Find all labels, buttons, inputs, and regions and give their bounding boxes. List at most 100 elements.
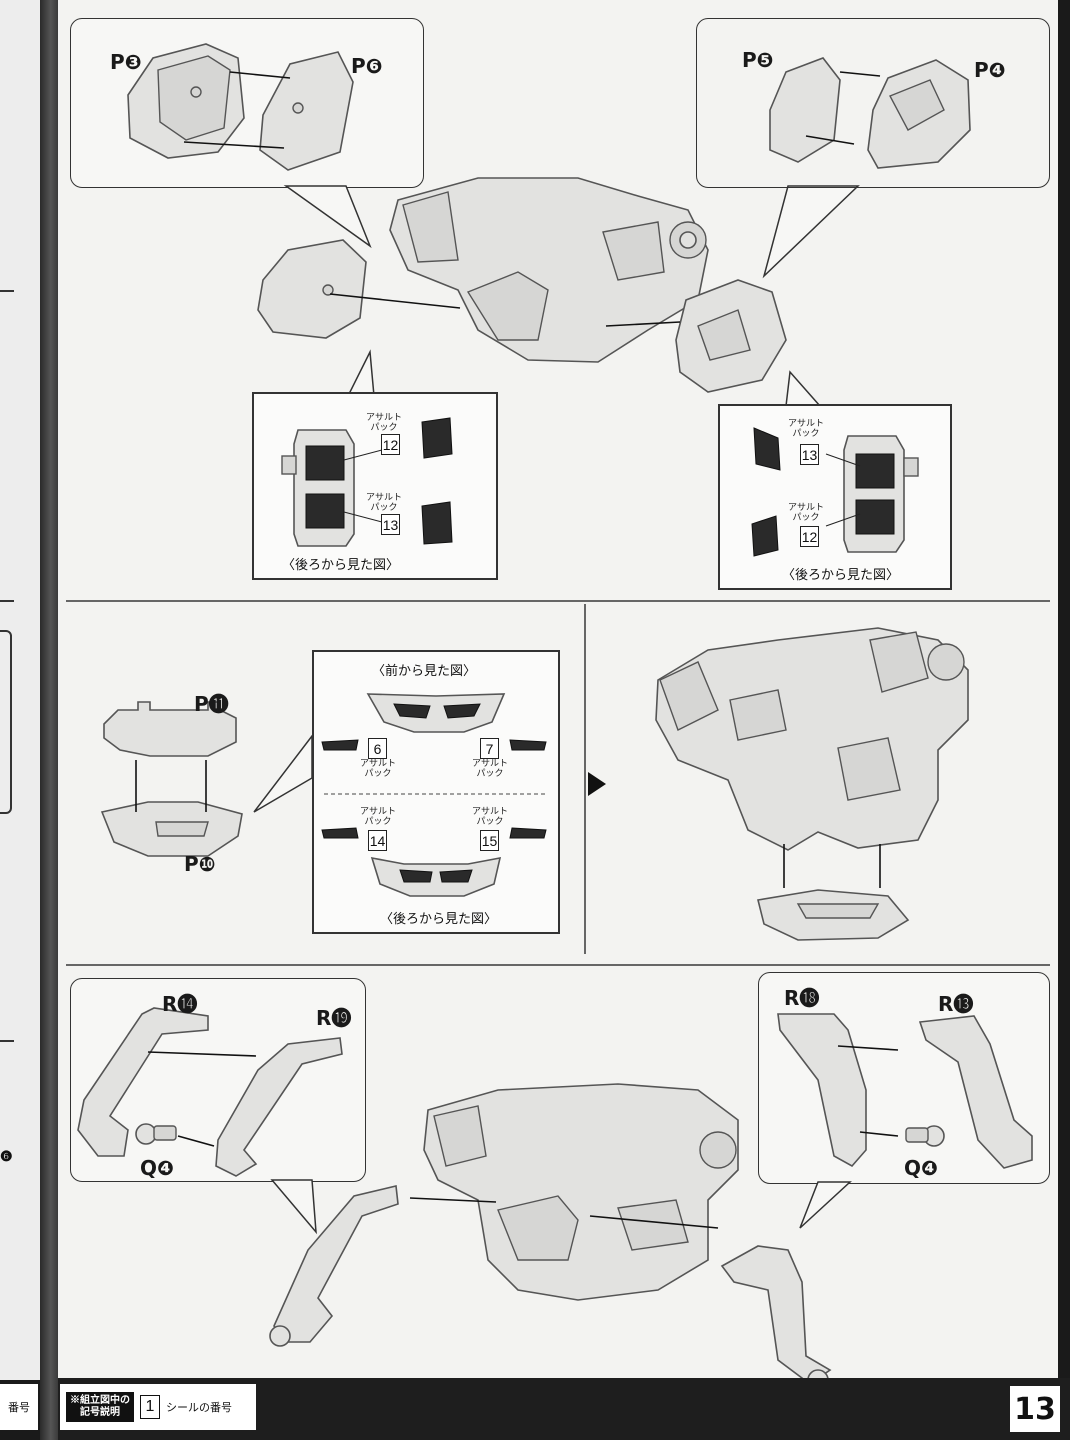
sticker-placement-drawing: [281, 417, 453, 547]
sticker-label: アサルトパック: [788, 418, 825, 438]
part-q4-drawing: [135, 1123, 177, 1145]
sticker-number: 12: [381, 434, 400, 455]
assembled-backpack-drawing: [655, 627, 969, 941]
prev-page-footer: 番号: [0, 1384, 38, 1430]
view-caption: 〈後ろから見た図〉: [782, 567, 900, 582]
sticker-number: 14: [368, 830, 387, 851]
shoulder-armor-right-drawing: [675, 279, 787, 393]
sticker-placement-drawing: [751, 427, 919, 557]
view-caption-back: 〈後ろから見た図〉: [380, 911, 498, 926]
view-caption: 〈後ろから見た図〉: [282, 557, 400, 572]
part-label-r14: R⓮: [162, 992, 198, 1016]
legend-tag-line: ※組立図中の: [70, 1395, 130, 1406]
prev-page-rule: [0, 290, 14, 292]
part-p5-drawing: [769, 57, 841, 163]
previous-page-edge: ❻: [0, 0, 40, 1380]
assembly-arrow: [177, 1135, 215, 1147]
callout-pointer: [785, 370, 822, 407]
assembly-arrow: [409, 1197, 497, 1203]
step2-drawing: [100, 627, 969, 941]
sticker-number: 6: [368, 738, 387, 759]
prev-page-callout: [0, 630, 12, 814]
sticker-number: 12: [800, 526, 819, 547]
part-label-p11: P⓫: [194, 692, 229, 716]
step-divider: [584, 604, 586, 954]
sticker-label: アサルトパック: [366, 492, 403, 512]
step-divider: [66, 964, 1050, 966]
sticker-label: アサルトパック: [360, 806, 397, 826]
part-label-r18: R⓲: [784, 986, 820, 1010]
page-number: 13: [1010, 1386, 1060, 1432]
sticker-label: アサルトパック: [472, 758, 509, 778]
callout-pointer: [799, 1181, 852, 1229]
callout-right-shoulder-assembly: [696, 18, 1050, 188]
prev-page-rule: [0, 1040, 14, 1042]
legend-tag-line: 記号説明: [80, 1407, 120, 1418]
callout-pointer: [253, 733, 313, 813]
leg-right-drawing: [720, 1245, 832, 1385]
part-r13-drawing: [918, 1015, 1033, 1169]
part-r14-drawing: [77, 1007, 209, 1157]
assembly-arrow: [839, 71, 881, 77]
sticker-label: アサルトパック: [366, 412, 403, 432]
part-p6-drawing: [259, 51, 354, 171]
callout-pointer: [762, 185, 860, 279]
part-p11-drawing: [103, 701, 237, 757]
step1-drawing: [127, 43, 971, 407]
sticker-box-right: アサルトパック 13 アサルトパック 12 〈後ろから見た図〉: [718, 404, 952, 590]
sticker-placement-drawing: [321, 693, 548, 897]
legend-description: シールの番号: [166, 1402, 232, 1414]
part-p3-drawing: [127, 43, 245, 159]
callout-pointer: [270, 1179, 317, 1235]
assembly-arrow: [183, 141, 285, 149]
sticker-number: 13: [381, 514, 400, 535]
part-label-q4: Q❹: [140, 1156, 174, 1180]
assembly-arrow: [329, 293, 461, 309]
step3-drawing: [77, 1007, 1033, 1391]
symbol-legend: ※組立図中の 記号説明 1 シールの番号: [60, 1384, 256, 1430]
part-label-p10: P❿: [184, 852, 216, 876]
sticker-label: アサルトパック: [788, 502, 825, 522]
legend-sample-number: 1: [140, 1395, 160, 1419]
sticker-label: アサルトパック: [472, 806, 509, 826]
instruction-page: P❸ P❻ P❺ P❹ アサルトパック 12 アサルトパック 13 〈後ろから見…: [58, 0, 1058, 1391]
prev-page-rule: [0, 600, 14, 602]
view-caption-front: 〈前から見た図〉: [372, 663, 477, 678]
part-label-r13: R⓭: [938, 992, 974, 1016]
sticker-box-left: アサルトパック 12 アサルトパック 13 〈後ろから見た図〉: [252, 392, 498, 580]
leg-left-drawing: [273, 1185, 399, 1343]
shoulder-armor-left-drawing: [257, 239, 367, 339]
part-label-r19: R⓳: [316, 1006, 352, 1030]
book-gutter: [40, 0, 58, 1440]
part-label-q4: Q❹: [904, 1156, 938, 1180]
part-p10-drawing: [100, 801, 243, 857]
part-p4-drawing: [867, 59, 971, 169]
assembly-arrow: [605, 321, 681, 327]
next-step-arrow: [588, 772, 606, 796]
prev-page-cut-number: ❻: [0, 1148, 13, 1164]
assembly-arrow: [589, 1215, 719, 1229]
step-divider: [66, 600, 1050, 602]
part-label-p6: P❻: [351, 54, 383, 78]
backpack-body-drawing: [389, 177, 709, 363]
assembly-arrow: [805, 135, 855, 145]
part-label-p4: P❹: [974, 58, 1006, 82]
sticker-number: 15: [480, 830, 499, 851]
assembly-arrow: [859, 1131, 899, 1137]
sticker-number: 13: [800, 444, 819, 465]
sticker-number: 7: [480, 738, 499, 759]
backpack-body-drawing: [423, 1083, 739, 1301]
assembly-arrow: [229, 71, 291, 79]
sticker-box-skirt: 〈前から見た図〉 6 アサルトパック 7 アサルトパック アサルトパック 14 …: [312, 650, 560, 934]
part-r19-drawing: [215, 1037, 343, 1177]
part-label-p3: P❸: [110, 50, 142, 74]
part-label-p5: P❺: [742, 48, 774, 72]
callout-pointer: [346, 349, 375, 397]
assembly-arrow: [837, 1045, 899, 1051]
legend-tag: ※組立図中の 記号説明: [66, 1392, 134, 1422]
assembly-arrow: [147, 1051, 257, 1057]
part-r18-drawing: [777, 1013, 867, 1168]
part-q4-drawing: [905, 1125, 945, 1147]
callout-pointer: [283, 185, 372, 249]
sticker-label: アサルトパック: [360, 758, 397, 778]
